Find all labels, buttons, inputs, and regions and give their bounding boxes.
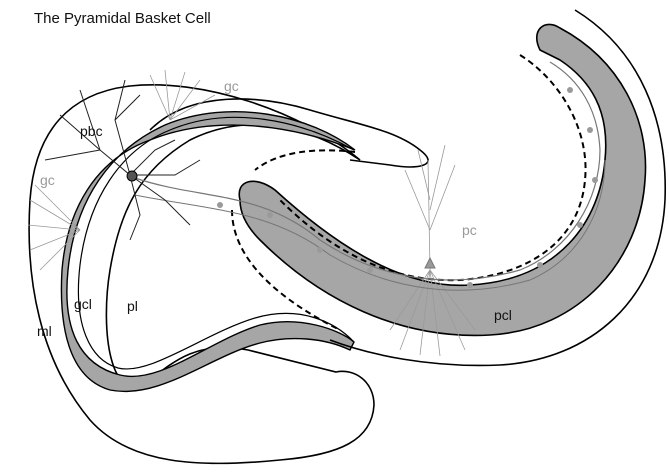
granule-cell-layer-inner xyxy=(77,116,355,370)
pyramidal-cell-layer xyxy=(238,23,647,337)
granule-cell-somata xyxy=(217,87,598,288)
mossy-fiber xyxy=(134,61,601,281)
granule-cell-dendrites xyxy=(27,69,216,271)
diagram-title: The Pyramidal Basket Cell xyxy=(34,10,211,27)
pyramidal-cell-dendrites xyxy=(389,144,476,357)
label-ml: ml xyxy=(37,323,52,339)
hilus-boundary-bottom xyxy=(231,209,341,331)
label-gc-left: gc xyxy=(40,172,55,188)
ca-outer-outline xyxy=(329,9,666,367)
ca-inner-boundary xyxy=(279,54,587,282)
basket-cell-soma xyxy=(126,170,138,182)
basket-cell-axon xyxy=(44,79,201,241)
granule-cell-layer xyxy=(60,111,356,393)
label-gc-top: gc xyxy=(224,78,239,94)
label-pl: pl xyxy=(127,298,138,314)
label-pbc: pbc xyxy=(80,123,103,139)
upper-blade-outline xyxy=(149,98,429,168)
pyramidal-cell-soma xyxy=(424,256,436,269)
label-gcl: gcl xyxy=(74,296,92,312)
label-pc: pc xyxy=(462,222,477,238)
mossy-fiber-2 xyxy=(134,159,606,291)
dentate-outer-outline xyxy=(28,84,375,465)
hilus-boundary-top xyxy=(254,149,356,171)
label-pcl: pcl xyxy=(494,307,512,323)
